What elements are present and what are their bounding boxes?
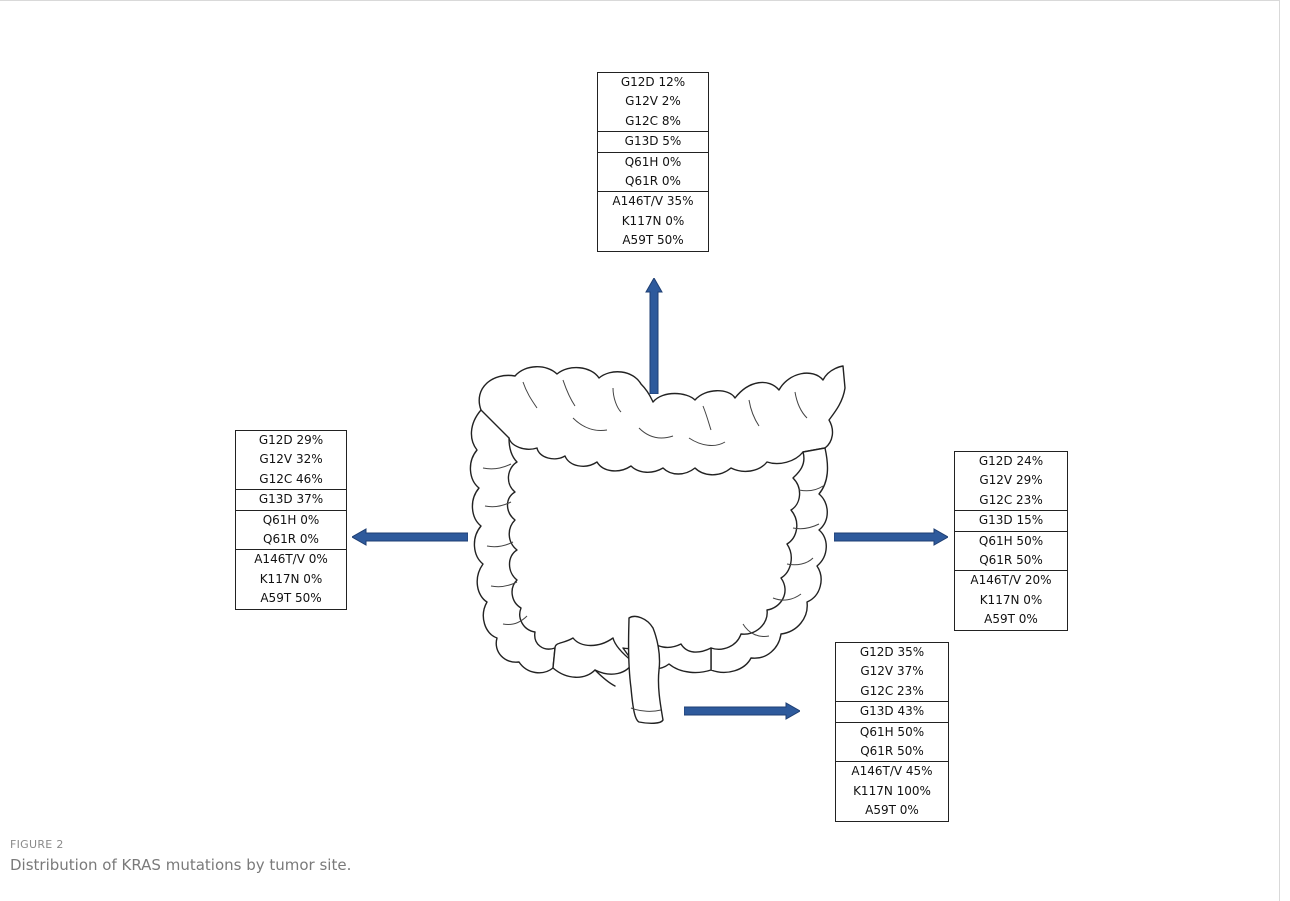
mutation-group: Q61H 50%Q61R 50% (836, 722, 948, 762)
arrow-left (352, 528, 468, 546)
mutation-table-right: G12D 24%G12V 29%G12C 23%G13D 15%Q61H 50%… (954, 451, 1068, 631)
mutation-group: G12D 12%G12V 2%G12C 8% (598, 73, 708, 131)
mutation-row: A146T/V 0% (236, 550, 346, 569)
mutation-row: Q61H 0% (236, 511, 346, 530)
mutation-row: G12V 37% (836, 662, 948, 681)
mutation-table-left: G12D 29%G12V 32%G12C 46%G13D 37%Q61H 0%Q… (235, 430, 347, 610)
mutation-row: A59T 0% (836, 801, 948, 820)
mutation-row: Q61R 50% (955, 551, 1067, 570)
mutation-row: K117N 0% (236, 570, 346, 589)
mutation-group: G12D 29%G12V 32%G12C 46% (236, 431, 346, 489)
mutation-group: G12D 35%G12V 37%G12C 23% (836, 643, 948, 701)
colon-illustration (463, 358, 846, 728)
mutation-group: A146T/V 20%K117N 0%A59T 0% (955, 570, 1067, 629)
mutation-row: A59T 50% (598, 231, 708, 250)
mutation-row: G12V 32% (236, 450, 346, 469)
mutation-group: A146T/V 45%K117N 100%A59T 0% (836, 761, 948, 820)
figure-caption: Distribution of KRAS mutations by tumor … (10, 856, 351, 874)
mutation-row: G12C 23% (955, 491, 1067, 510)
mutation-row: A59T 50% (236, 589, 346, 608)
mutation-row: Q61R 50% (836, 742, 948, 761)
mutation-row: G13D 15% (955, 511, 1067, 530)
mutation-row: G12C 46% (236, 470, 346, 489)
arrow-bottom-right (684, 702, 800, 720)
mutation-group: A146T/V 0%K117N 0%A59T 50% (236, 549, 346, 608)
mutation-table-bottom: G12D 35%G12V 37%G12C 23%G13D 43%Q61H 50%… (835, 642, 949, 822)
mutation-group: A146T/V 35%K117N 0%A59T 50% (598, 191, 708, 250)
mutation-row: G12D 24% (955, 452, 1067, 471)
mutation-group: G13D 5% (598, 131, 708, 151)
mutation-row: G13D 43% (836, 702, 948, 721)
figure-label: FIGURE 2 (10, 838, 64, 851)
mutation-row: Q61H 50% (836, 723, 948, 742)
mutation-row: K117N 0% (598, 212, 708, 231)
mutation-row: G12C 23% (836, 682, 948, 701)
mutation-group: Q61H 0%Q61R 0% (236, 510, 346, 550)
mutation-row: K117N 100% (836, 782, 948, 801)
mutation-row: Q61H 0% (598, 153, 708, 172)
mutation-row: G12D 29% (236, 431, 346, 450)
mutation-row: G13D 5% (598, 132, 708, 151)
mutation-group: Q61H 0%Q61R 0% (598, 152, 708, 192)
arrow-right (834, 528, 948, 546)
mutation-row: G12V 2% (598, 92, 708, 111)
mutation-group: Q61H 50%Q61R 50% (955, 531, 1067, 571)
mutation-row: Q61R 0% (598, 172, 708, 191)
mutation-row: A146T/V 45% (836, 762, 948, 781)
arrow-up (645, 278, 663, 394)
mutation-row: A59T 0% (955, 610, 1067, 629)
mutation-row: G13D 37% (236, 490, 346, 509)
mutation-group: G13D 43% (836, 701, 948, 721)
mutation-row: A146T/V 20% (955, 571, 1067, 590)
mutation-group: G12D 24%G12V 29%G12C 23% (955, 452, 1067, 510)
mutation-group: G13D 37% (236, 489, 346, 509)
mutation-row: Q61H 50% (955, 532, 1067, 551)
mutation-row: A146T/V 35% (598, 192, 708, 211)
mutation-table-top: G12D 12%G12V 2%G12C 8%G13D 5%Q61H 0%Q61R… (597, 72, 709, 252)
mutation-group: G13D 15% (955, 510, 1067, 530)
mutation-row: G12D 35% (836, 643, 948, 662)
mutation-row: G12V 29% (955, 471, 1067, 490)
mutation-row: G12C 8% (598, 112, 708, 131)
mutation-row: G12D 12% (598, 73, 708, 92)
mutation-row: Q61R 0% (236, 530, 346, 549)
mutation-row: K117N 0% (955, 591, 1067, 610)
